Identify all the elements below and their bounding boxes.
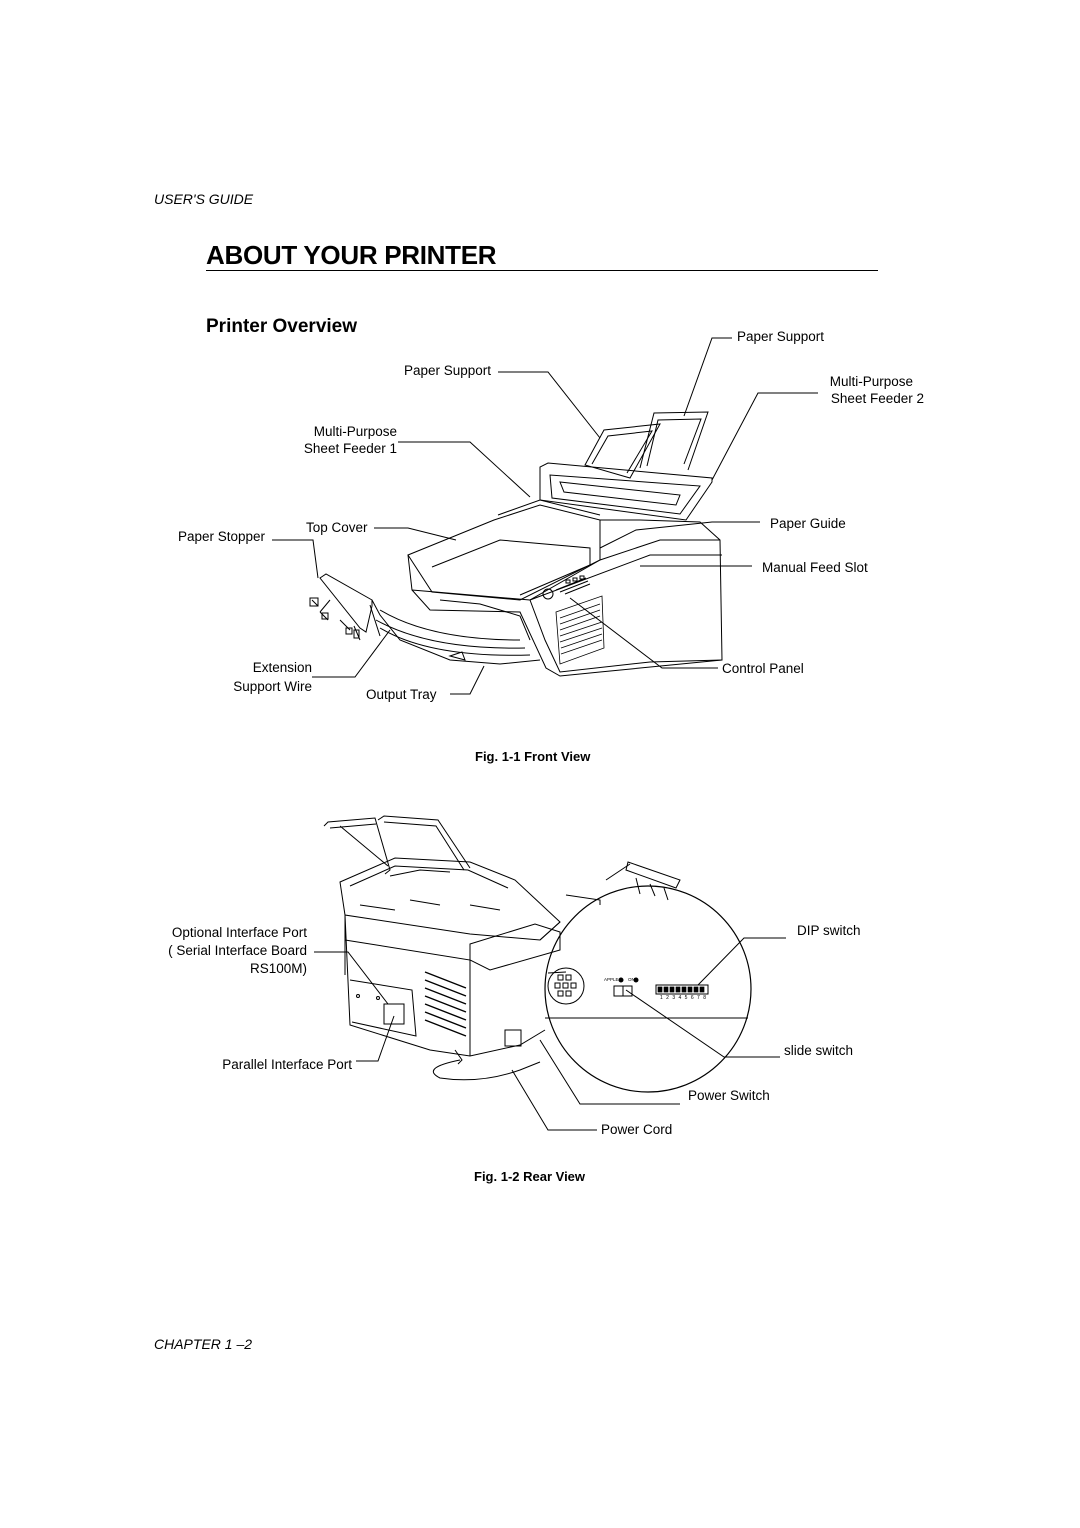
label-extension-line2: Support Wire xyxy=(233,679,312,694)
label-slide-on: ON xyxy=(628,977,635,982)
running-header: USER'S GUIDE xyxy=(154,191,254,207)
label-mp-feeder-1-line2: Sheet Feeder 1 xyxy=(303,441,397,456)
label-paper-stopper: Paper Stopper xyxy=(178,529,266,544)
label-mp-feeder-2-line1: Multi-Purpose xyxy=(829,374,913,389)
label-parallel-port: Parallel Interface Port xyxy=(222,1057,352,1072)
label-output-tray: Output Tray xyxy=(366,687,437,702)
figure-caption-front: Fig. 1-1 Front View xyxy=(475,749,591,764)
section-heading: Printer Overview xyxy=(206,316,358,337)
label-optional-port-line2: ( Serial Interface Board xyxy=(168,943,307,958)
label-slide-switch: slide switch xyxy=(784,1043,854,1058)
label-mp-feeder-1-line1: Multi-Purpose xyxy=(313,424,397,439)
label-power-switch: Power Switch xyxy=(688,1088,770,1103)
label-slide-apple: APPLE xyxy=(604,977,619,982)
label-dip-numbers: 1 2 3 4 5 6 7 8 xyxy=(660,995,707,1001)
title-rule xyxy=(206,270,878,271)
label-top-cover: Top Cover xyxy=(306,520,368,535)
label-optional-port-line3: RS100M) xyxy=(249,961,307,976)
label-power-cord: Power Cord xyxy=(601,1122,673,1137)
label-paper-support-right: Paper Support xyxy=(737,329,825,344)
label-control-panel: Control Panel xyxy=(722,661,804,676)
label-mp-feeder-2-line2: Sheet Feeder 2 xyxy=(830,391,924,406)
label-paper-support-left: Paper Support xyxy=(403,363,491,378)
label-manual-feed-slot: Manual Feed Slot xyxy=(762,560,868,575)
page-footer: CHAPTER 1 –2 xyxy=(154,1336,253,1352)
label-dip-switch: DIP switch xyxy=(797,923,861,938)
figure-caption-rear: Fig. 1-2 Rear View xyxy=(474,1169,586,1184)
page-title: ABOUT YOUR PRINTER xyxy=(206,240,497,270)
label-paper-guide: Paper Guide xyxy=(770,516,846,531)
label-optional-port-line1: Optional Interface Port xyxy=(171,925,307,940)
label-extension-line1: Extension xyxy=(252,660,312,675)
